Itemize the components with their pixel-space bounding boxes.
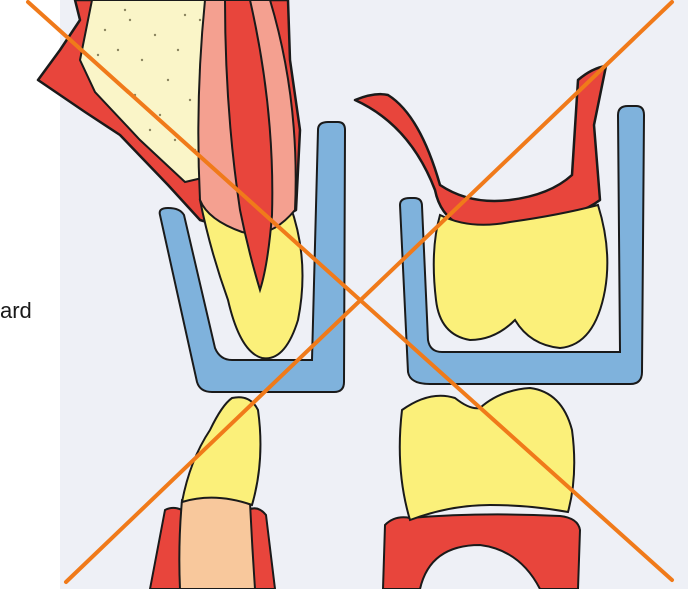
lower-left-root — [179, 495, 255, 589]
upper-right-molar-crown — [434, 205, 608, 348]
lower-right-molar-crown — [400, 388, 574, 520]
